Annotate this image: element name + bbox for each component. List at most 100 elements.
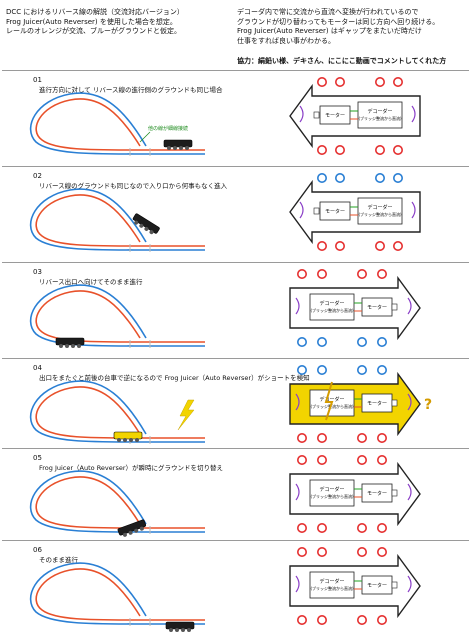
- motor-shaft: [313, 111, 320, 119]
- wheel-ring-bottom: [356, 337, 367, 348]
- wheel-ring-top: [316, 77, 327, 87]
- motor-label: モーター: [367, 304, 387, 311]
- wheel-ring-top: [296, 547, 307, 557]
- section-divider: [2, 262, 469, 263]
- wheel-ring-bottom: [374, 241, 385, 252]
- motor-shaft: [391, 399, 398, 407]
- decoder-box: [309, 293, 355, 321]
- train-wheel: [169, 628, 173, 632]
- train-wheel: [175, 628, 179, 632]
- train-wheel: [135, 438, 139, 442]
- ground-rail: [29, 380, 205, 443]
- motor-label: モーター: [367, 400, 387, 407]
- train-wheel: [129, 438, 133, 442]
- ground-rail: [29, 562, 205, 625]
- step-number: 03: [33, 268, 42, 276]
- decoder-sublabel: (ブリッジ整流から直流): [358, 115, 402, 121]
- rotation-arrow: [299, 105, 304, 123]
- step-number: 01: [33, 76, 42, 84]
- train-wheel: [117, 438, 121, 442]
- wheel-ring-bottom: [316, 433, 327, 444]
- decoder-sublabel: (ブリッジ整流から直流): [310, 493, 354, 499]
- wheel-ring-top: [334, 77, 345, 87]
- direction-arrow: [289, 275, 421, 341]
- wheel-ring-top: [376, 547, 387, 557]
- wheel-ring-bottom: [376, 523, 387, 534]
- ground-rail: [29, 92, 205, 155]
- train-wheel: [139, 526, 144, 531]
- train: [165, 621, 195, 632]
- ac-rail: [35, 568, 205, 621]
- wheel-ring-bottom: [296, 615, 307, 626]
- wheel-ring-bottom: [334, 145, 345, 156]
- rotation-arrow: [295, 575, 300, 593]
- section-02: 02 リバース線のグラウンドも同じなので入り口から何事もなく進入 モーターデコー…: [0, 166, 471, 262]
- credit-line: 協力：絹鉛い様、デキさん、にこにこ動画でコメントしてくれた方: [237, 57, 447, 65]
- train-wheel: [59, 344, 63, 348]
- header-left-text: DCC におけるリバース線の解説（交流対応バージョン） Frog Juicer(…: [6, 8, 184, 37]
- gap-note: 他の線が細線接続: [148, 125, 188, 132]
- wheel-ring-top: [356, 269, 367, 279]
- train-body: [113, 431, 143, 440]
- lightning-icon: [177, 399, 195, 431]
- wheel-ring-top: [376, 269, 387, 279]
- train: [163, 139, 193, 150]
- wheel-ring-top: [316, 455, 327, 465]
- ac-rail: [35, 386, 205, 439]
- header-right-text: デコーダ内で常に交流から直流へ変換が行われているので グラウンドが切り替わっても…: [237, 8, 439, 46]
- direction-arrow: [289, 461, 421, 527]
- wheel-ring-top: [356, 365, 367, 375]
- decoder-box: [357, 101, 403, 129]
- wheel-ring-bottom: [356, 615, 367, 626]
- wheel-ring-top: [356, 455, 367, 465]
- train-body: [132, 213, 160, 234]
- decoder-sublabel: (ブリッジ整流から直流): [310, 585, 354, 591]
- section-divider: [2, 358, 469, 359]
- rotation-arrow: [411, 201, 416, 219]
- wheel-ring-top: [296, 455, 307, 465]
- header-right-line: グラウンドが切り替わってもモーターは同じ方向へ回り続ける。: [237, 17, 440, 26]
- wheel-ring-top: [376, 365, 387, 375]
- step-number: 02: [33, 172, 42, 180]
- train-wheel: [134, 528, 139, 533]
- rotation-arrow: [407, 575, 412, 593]
- ac-rail: [35, 194, 205, 247]
- section-divider: [2, 540, 469, 541]
- section-03: 03 リバース出口へ向けてそのまま進行 モーターデコーダー(ブリッジ整流から直流…: [0, 262, 471, 358]
- wheel-ring-bottom: [376, 337, 387, 348]
- section-06: 06 そのまま進行 モーターデコーダー(ブリッジ整流から直流): [0, 540, 471, 636]
- wheel-ring-top: [374, 77, 385, 87]
- train-body: [163, 139, 193, 148]
- wheel-ring-bottom: [296, 433, 307, 444]
- train-wheel: [65, 344, 69, 348]
- wheel-ring-bottom: [296, 337, 307, 348]
- train: [55, 337, 85, 348]
- wheel-ring-bottom: [316, 241, 327, 252]
- motor-shaft: [391, 581, 398, 589]
- motor-label: モーター: [367, 490, 387, 497]
- section-05: 05 Frog Juicer（Auto Reverser）が瞬時にグラウンドを切…: [0, 448, 471, 544]
- step-description: リバース出口へ向けてそのまま進行: [39, 278, 143, 286]
- direction-arrow: [289, 179, 421, 245]
- train: [117, 519, 147, 537]
- train-body: [55, 337, 85, 346]
- decoder-label: デコーダー: [319, 396, 344, 403]
- ground-rail: [29, 284, 205, 347]
- rotation-arrow: [299, 201, 304, 219]
- wheel-ring-bottom: [356, 433, 367, 444]
- decoder-label: デコーダー: [367, 204, 392, 211]
- step-description: Frog Juicer（Auto Reverser）が瞬時にグラウンドを切り替え: [39, 464, 224, 472]
- decoder-box: [309, 479, 355, 507]
- header-right-line: Frog Juicer(Auto Reverser) はギャップをまたいだ時だけ: [237, 27, 422, 35]
- wheel-ring-bottom: [296, 523, 307, 534]
- wheel-ring-bottom: [374, 145, 385, 156]
- train-wheel: [187, 628, 191, 632]
- train-wheel: [122, 532, 127, 537]
- decoder-sublabel: (ブリッジ整流から直流): [310, 307, 354, 313]
- train-wheel: [181, 628, 185, 632]
- wheel-ring-top: [316, 173, 327, 183]
